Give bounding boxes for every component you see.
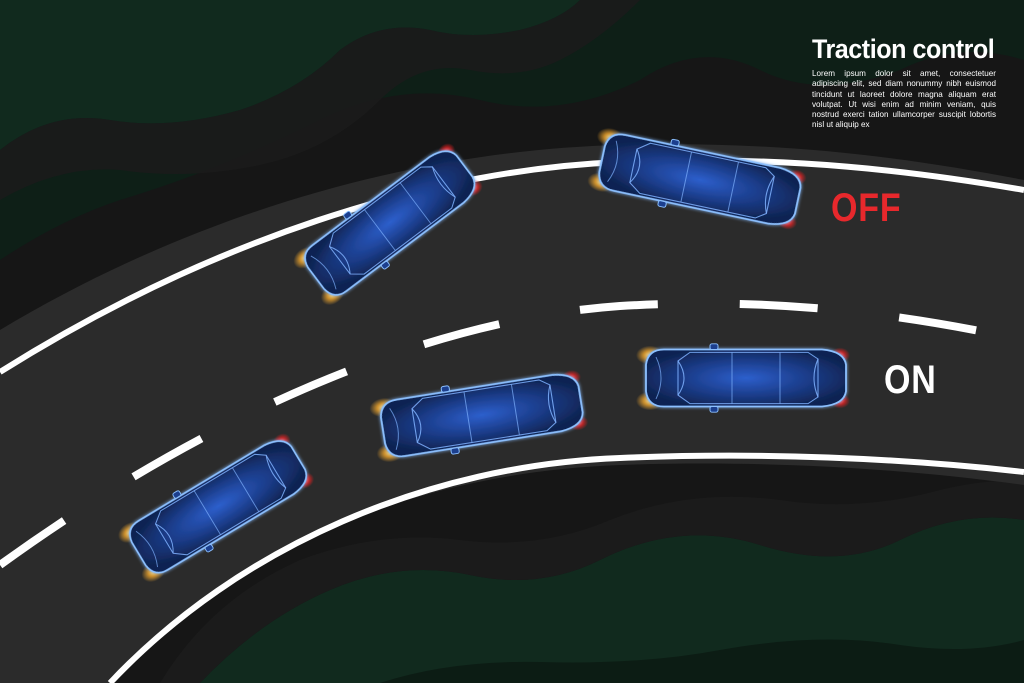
lower-shadow: [160, 481, 1024, 683]
off-label: OFF: [831, 186, 902, 230]
page-title: Traction control: [812, 34, 995, 64]
upper-grass-near: [0, 0, 580, 150]
lower-grass-dark: [380, 639, 1024, 683]
road-center-dashes: [0, 299, 1024, 569]
road-edge-top: [0, 157, 1024, 375]
car-on-3: [636, 344, 850, 412]
description-text: Lorem ipsum dolor sit amet, consectetuer…: [812, 69, 996, 130]
road-edge-bottom: [107, 452, 1024, 683]
upper-shadow: [0, 0, 640, 200]
on-label: ON: [884, 358, 937, 402]
